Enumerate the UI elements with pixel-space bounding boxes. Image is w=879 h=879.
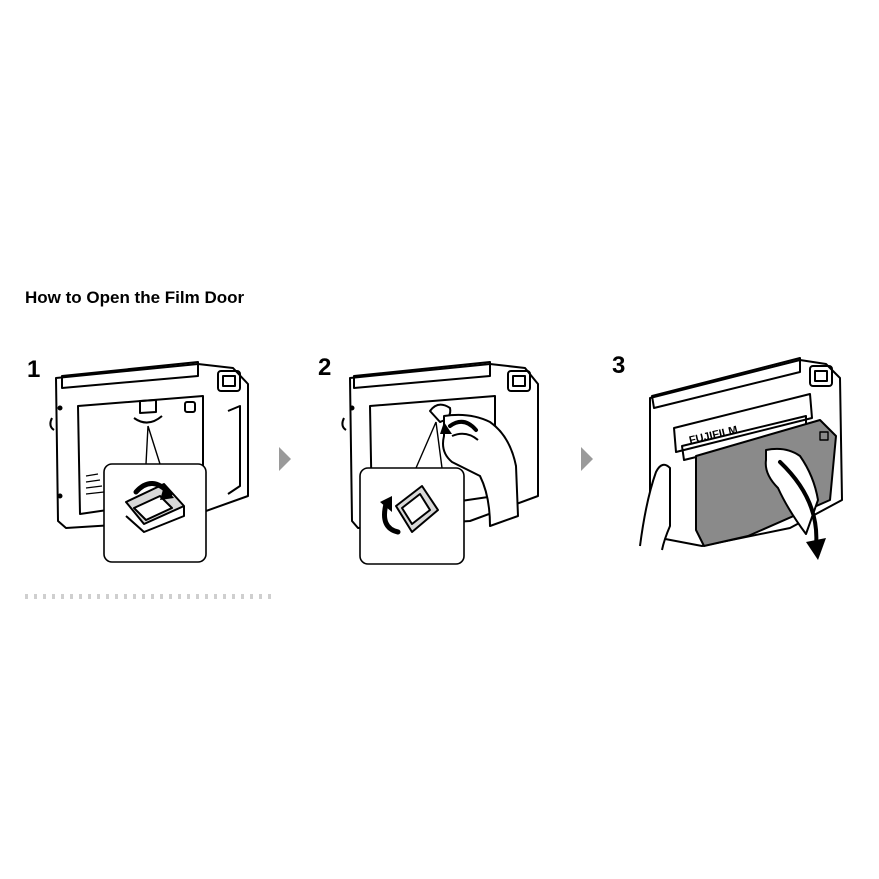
step-2-number: 2 (318, 354, 332, 381)
step-3-number: 3 (612, 352, 626, 379)
left-hand-illustration (639, 463, 671, 551)
faded-text-line (25, 594, 275, 599)
next-step-arrow-icon (581, 447, 593, 471)
swing-down-arrow-icon (778, 460, 826, 560)
film-door-illustration[interactable] (695, 419, 837, 547)
step-2-illustration (341, 361, 539, 565)
next-step-arrow-icon (279, 447, 291, 471)
page-title: How to Open the Film Door (25, 288, 245, 307)
rotate-arrow-icon (440, 419, 478, 434)
zoom-callout (103, 425, 207, 563)
zoom-callout (359, 421, 465, 565)
hand-illustration[interactable] (442, 413, 519, 527)
step-1-number: 1 (27, 356, 41, 383)
step-3-illustration: FUJIFILM (639, 357, 843, 560)
step-1-illustration (49, 361, 249, 563)
right-hand-illustration (764, 447, 819, 535)
